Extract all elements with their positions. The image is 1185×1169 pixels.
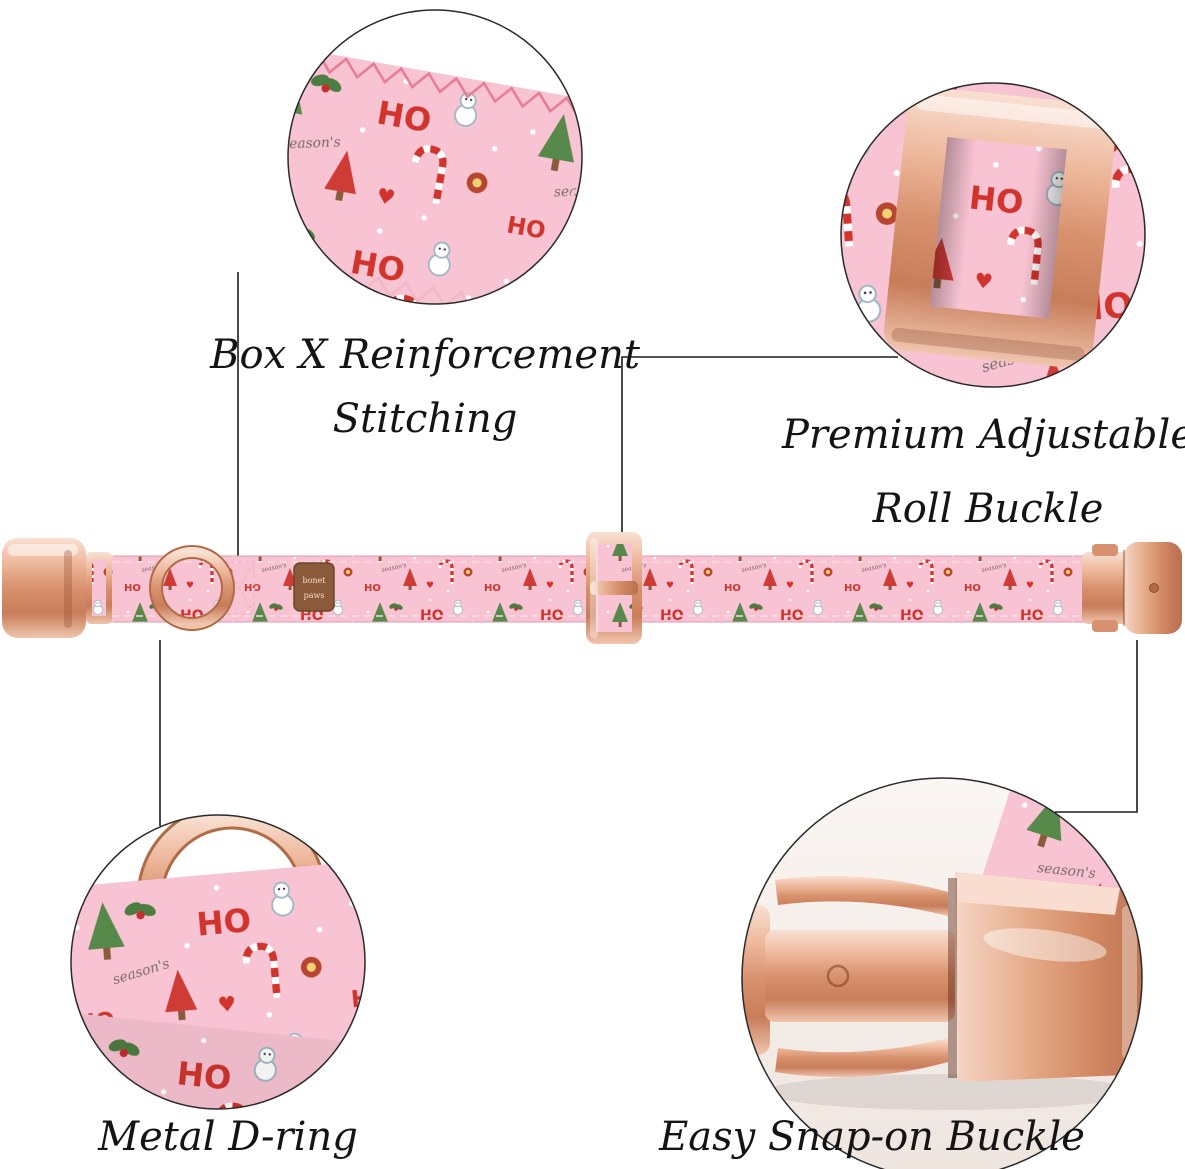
logo-text: paws (304, 591, 325, 600)
label-stitching-line1: Box X Reinforcement (209, 332, 641, 378)
detail-circle-border (741, 777, 1143, 1169)
detail-circle-stitching (287, 9, 583, 305)
snap-buckle-closeup (742, 872, 1142, 1082)
label-snap-buckle: Easy Snap-on Buckle (658, 1114, 1085, 1160)
callout-line-snap-buckle (1055, 640, 1138, 813)
detail-circle-d-ring (70, 814, 366, 1110)
left-release-buckle (2, 538, 112, 638)
brand-logo-patch: bonet paws (293, 562, 335, 612)
label-roll-buckle-line2: Roll Buckle (872, 486, 1104, 532)
male-buckle-plate (1082, 552, 1130, 624)
roll-buckle-frame (883, 86, 1117, 369)
logo-text: bonet (302, 576, 326, 585)
detail-circle-border (840, 82, 1146, 388)
buckle-top-prong (775, 876, 948, 916)
buckle-seam (948, 878, 957, 1078)
metal-d-ring (149, 545, 235, 631)
fabric-fold (71, 1010, 365, 1109)
detail-circle-roll-buckle (840, 82, 1146, 388)
male-buckle-bar (742, 905, 770, 1055)
detail-circle-snap-buckle (741, 777, 1143, 1169)
buckle-shadow (765, 1074, 1135, 1110)
right-snap-buckle (1082, 542, 1182, 634)
buckle-rivet (1149, 583, 1159, 593)
callout-line-roll-buckle (621, 356, 898, 534)
roll-buckle-slider (586, 532, 642, 644)
detail-circle-border (70, 814, 366, 1110)
detail-circle-border (287, 9, 583, 305)
buckle-dimple (826, 964, 850, 988)
female-buckle-housing-closeup (955, 872, 1142, 1082)
buckle-bottom-prong (775, 1038, 948, 1078)
label-d-ring: Metal D-ring (97, 1114, 358, 1160)
buckle-center-prong (765, 930, 955, 1022)
label-stitching-line2: Stitching (333, 396, 518, 442)
label-roll-buckle-line1: Premium Adjustable (781, 412, 1185, 458)
dog-collar: bonet paws (2, 532, 1182, 644)
